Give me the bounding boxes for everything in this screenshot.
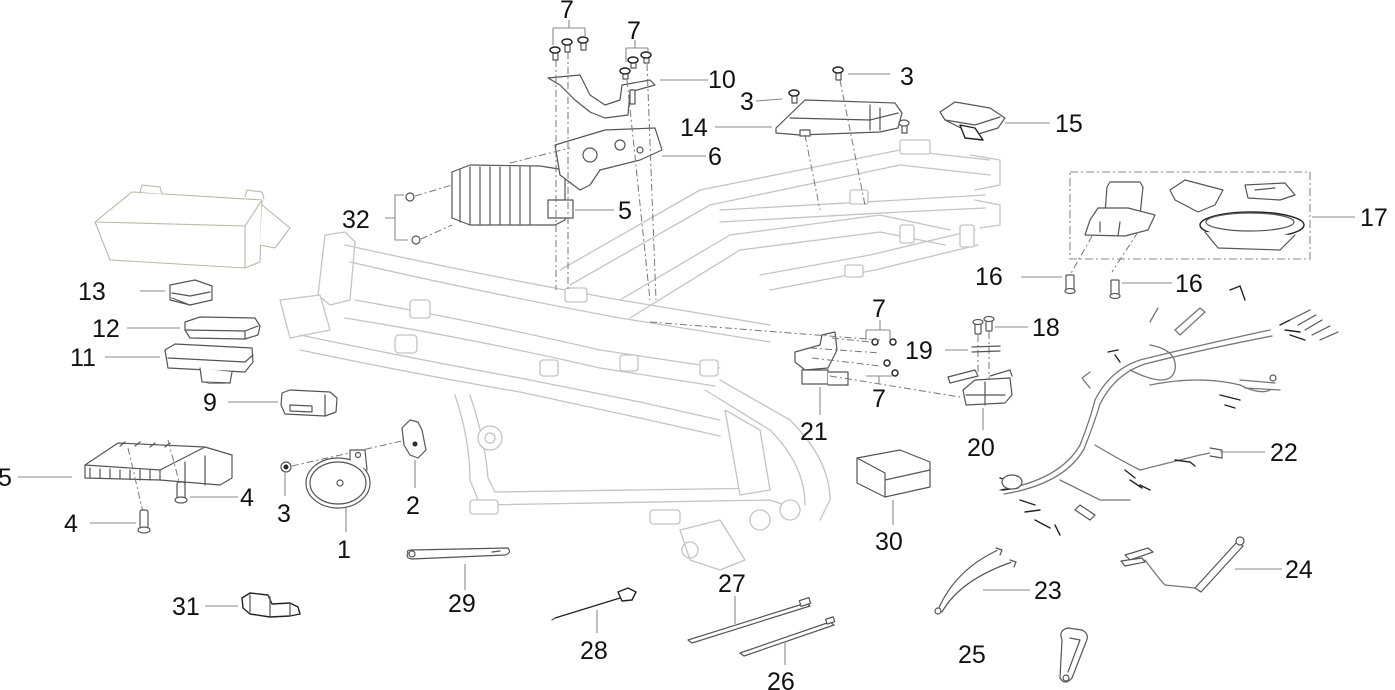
part-31-sensor (241, 592, 301, 618)
part-14-ecu (775, 99, 903, 137)
callout-4: 4 (64, 510, 78, 538)
part-25-clamp (1059, 627, 1088, 683)
callout-6: 6 (708, 143, 722, 171)
part-21-relay-bracket (794, 331, 961, 398)
part-7-bolts-top (549, 36, 657, 301)
part-11-flasher-relay (164, 343, 254, 384)
part-17-fuel-cap (1199, 211, 1305, 251)
part-23-wire (934, 547, 1017, 615)
part-4-bolt-left (127, 447, 151, 534)
part-20-starter-relay (947, 369, 1013, 406)
motorcycle-frame (279, 139, 1001, 571)
part-3-bolts-ecu (788, 66, 910, 211)
callout-7: 7 (627, 17, 641, 45)
callout-3: 3 (277, 500, 291, 528)
part-10-bracket (547, 74, 656, 119)
part-5-regulator-upper (451, 164, 574, 226)
part-17-lock-parts (1169, 179, 1296, 213)
callout-7: 7 (872, 295, 886, 323)
part-16-shear-bolts (1064, 231, 1139, 300)
callout-7: 7 (872, 385, 886, 413)
part-4-bolt-right (167, 439, 188, 504)
part-27-cable-tie (687, 597, 812, 644)
callout-24: 24 (1285, 556, 1313, 584)
callout-7: 7 (560, 0, 574, 24)
callout-9: 9 (203, 389, 217, 417)
callout-11: 11 (70, 344, 96, 372)
callout-27: 27 (718, 570, 746, 598)
callout-22: 22 (1270, 439, 1298, 467)
part-29-band (406, 547, 511, 560)
part-24-ground-wire (1120, 536, 1245, 593)
callout-15: 15 (1055, 110, 1083, 138)
callout-13: 13 (78, 278, 106, 306)
part-2-horn-bracket (401, 419, 427, 459)
callout-29: 29 (448, 590, 476, 618)
part-12-fuse-cover (184, 316, 261, 340)
leader-lines (18, 20, 1355, 665)
callout-21: 21 (800, 418, 828, 446)
callout-17: 17 (1360, 204, 1388, 232)
callout-12: 12 (92, 315, 120, 343)
battery (94, 184, 291, 269)
part-26-cable-tie (739, 616, 836, 657)
callout-28: 28 (580, 637, 608, 665)
callout-10: 10 (708, 66, 736, 94)
part-7-bolts-right (871, 338, 899, 377)
callout-19: 19 (905, 337, 933, 365)
callout-18: 18 (1032, 314, 1060, 342)
part-17-group-box (1069, 171, 1311, 260)
callout-14: 14 (680, 114, 708, 142)
part-19-washer (971, 345, 1001, 353)
callout-2: 2 (406, 492, 420, 520)
callout-31: 31 (172, 593, 200, 621)
callout-32: 32 (342, 206, 370, 234)
callout-5: 5 (618, 197, 632, 225)
callout-20: 20 (967, 434, 995, 462)
callout-25: 25 (958, 641, 986, 669)
part-18-bolts (972, 315, 995, 380)
part-17-ignition-switch (1084, 181, 1156, 237)
callout-23: 23 (1034, 577, 1062, 605)
callout-30: 30 (875, 528, 903, 556)
callout-26: 26 (767, 668, 795, 690)
part-9-relay (280, 389, 338, 417)
part-1-horn (305, 449, 371, 509)
callout-3: 3 (740, 88, 754, 116)
part-15-relay (939, 101, 1006, 141)
part-5-regulator-left (84, 441, 233, 486)
part-13-relay (169, 279, 213, 306)
part-30-cover (856, 449, 931, 498)
callout-16: 16 (1175, 270, 1203, 298)
callout-4: 4 (240, 484, 254, 512)
callout-16: 16 (975, 263, 1003, 291)
callout-3: 3 (900, 63, 914, 91)
part-6-mounting-plate (509, 127, 663, 191)
callout-5: 5 (0, 464, 12, 492)
callout-1: 1 (337, 536, 351, 564)
part-32-nuts (405, 184, 453, 245)
part-28-cable-tie (551, 587, 637, 621)
part-22-wire-harness (999, 285, 1339, 536)
